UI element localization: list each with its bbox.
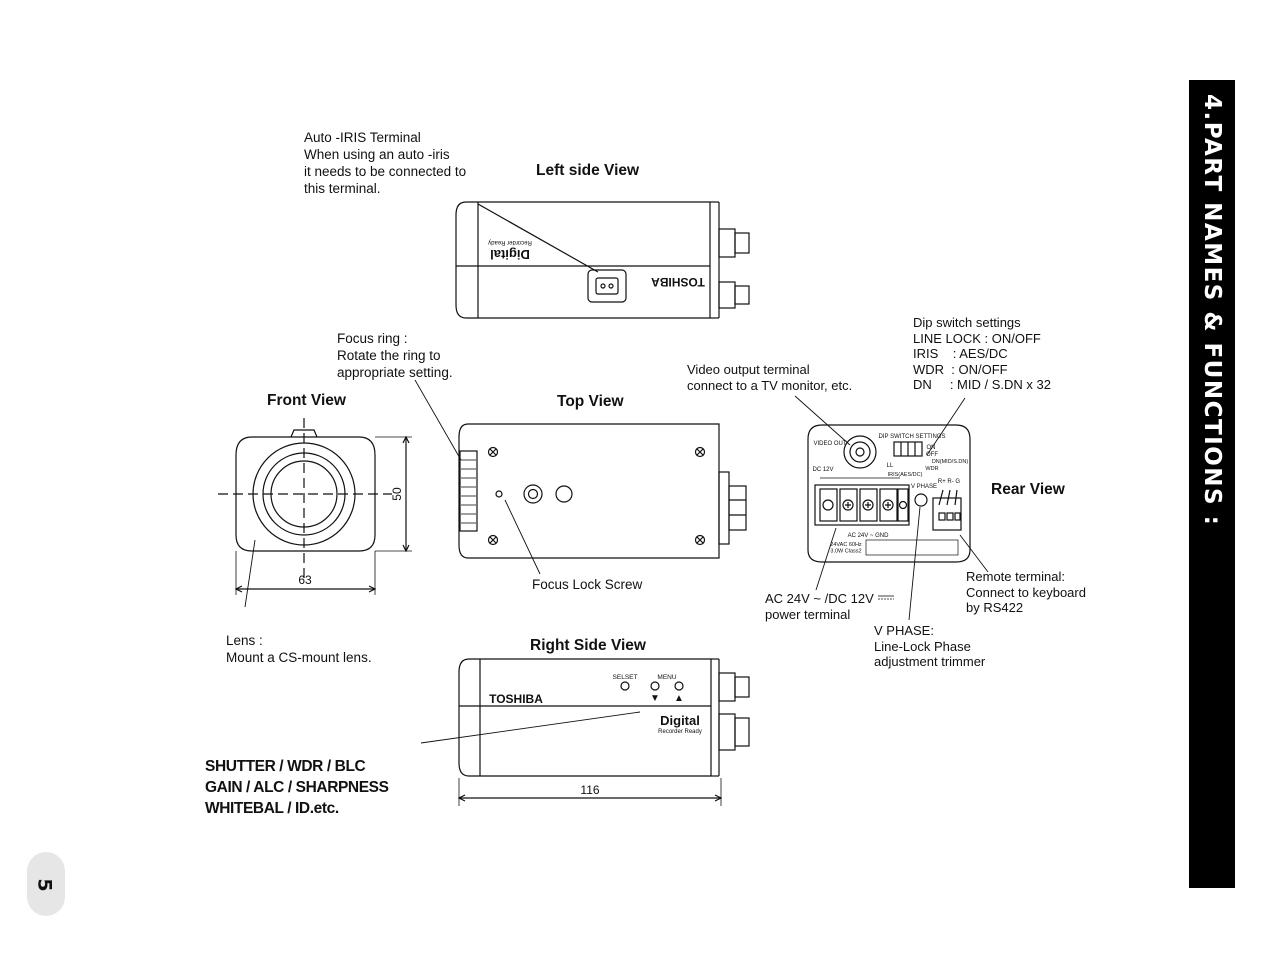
right-side-menu: MENU bbox=[657, 674, 676, 681]
focus-lock-callout: Focus Lock Screw bbox=[532, 577, 643, 592]
dim-width: 63 bbox=[298, 573, 312, 587]
dim-height: 50 bbox=[390, 487, 404, 501]
remote-callout: Remote terminal: Connect to keyboard by … bbox=[966, 569, 1086, 615]
section-banner: 4.PART NAMES & FUNCTIONS : bbox=[1189, 80, 1235, 888]
section-title: 4.PART NAMES & FUNCTIONS : bbox=[1199, 94, 1225, 527]
front-view-title: Front View bbox=[267, 392, 346, 409]
front-view-drawing: 50 63 bbox=[218, 418, 412, 608]
rear-ll-label: LL bbox=[887, 463, 894, 469]
video-output-callout: Video output terminal connect to a TV mo… bbox=[687, 362, 853, 393]
top-view-drawing bbox=[414, 379, 747, 575]
left-side-digital: Digital bbox=[490, 247, 530, 262]
rear-dc12v-label: DC 12V bbox=[812, 467, 833, 473]
rear-dip-off: OFF bbox=[926, 452, 938, 458]
left-side-view-drawing: TOSHIBA Digital Recorder Ready bbox=[455, 201, 750, 319]
right-side-view-title: Right Side View bbox=[530, 637, 646, 654]
up-arrow-icon: ▲ bbox=[674, 693, 684, 704]
rear-rs-label: R+ R- G bbox=[938, 479, 961, 485]
rear-dip-title: DIP SWITCH SETTINGS bbox=[879, 434, 946, 440]
right-side-selset: SELSET bbox=[613, 674, 638, 681]
page-number: 5 bbox=[33, 878, 56, 892]
right-side-view-drawing: TOSHIBA SELSET MENU ▼ ▲ Digital Recorder… bbox=[420, 658, 750, 806]
left-side-view-title: Left side View bbox=[536, 162, 640, 179]
rear-wdr-label: WDR bbox=[925, 466, 938, 472]
power-callout: AC 24V ~ /DC 12V power terminal bbox=[765, 591, 874, 622]
dim-length: 116 bbox=[580, 783, 599, 797]
rear-ac24v-label: AC 24V ~ GND bbox=[848, 533, 890, 539]
left-side-digital-sub: Recorder Ready bbox=[488, 239, 532, 245]
page-number-tab: 5 bbox=[27, 852, 65, 916]
rear-dip-on: ON bbox=[927, 445, 936, 451]
rear-view-drawing: VIDEO OUT DC 12V DIP SWITCH SETTINGS ON … bbox=[794, 395, 989, 621]
left-side-brand: TOSHIBA bbox=[651, 275, 705, 289]
right-side-digital-sub: Recorder Ready bbox=[658, 729, 702, 735]
rear-dn-label: DN(MID/S.DN) bbox=[932, 459, 969, 465]
v-phase-callout: V PHASE: Line-Lock Phase adjustment trim… bbox=[874, 623, 986, 669]
focus-ring-callout: Focus ring : Rotate the ring to appropri… bbox=[337, 331, 453, 380]
rear-view-title: Rear View bbox=[991, 481, 1065, 498]
right-side-digital: Digital bbox=[660, 713, 700, 728]
dip-switch-callout: Dip switch settings LINE LOCK : ON/OFF I… bbox=[913, 315, 1051, 392]
rear-iris-label: IRIS(AES/DC) bbox=[888, 472, 923, 478]
rear-v-phase-label: V PHASE bbox=[911, 484, 937, 490]
down-arrow-icon: ▼ bbox=[650, 693, 660, 704]
top-view-title: Top View bbox=[557, 393, 624, 410]
right-side-brand: TOSHIBA bbox=[489, 692, 543, 706]
lens-callout: Lens : Mount a CS-mount lens. bbox=[226, 633, 372, 665]
rear-video-out-label: VIDEO OUT bbox=[813, 441, 846, 447]
menu-functions-callout: SHUTTER / WDR / BLC GAIN / ALC / SHARPNE… bbox=[205, 758, 389, 817]
auto-iris-callout: Auto -IRIS Terminal When using an auto -… bbox=[304, 130, 467, 196]
